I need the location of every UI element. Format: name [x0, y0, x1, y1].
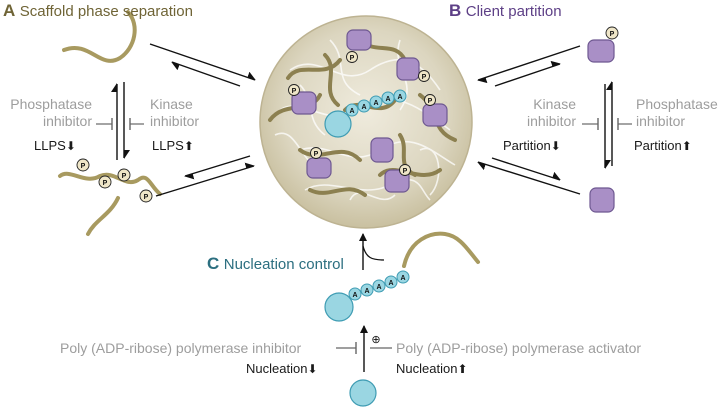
- reaction-arrow: [184, 155, 251, 180]
- reaction-arrow: [155, 162, 255, 197]
- phosphate-group: P: [103, 180, 108, 187]
- panel-c-left-result: Nucleation⬇: [246, 361, 318, 376]
- panel-a-left-result: LLPS⬇: [34, 138, 76, 153]
- adp-group: A: [352, 292, 357, 299]
- reaction-arrow: [491, 157, 561, 181]
- client-protein: [589, 187, 615, 213]
- panel-c-right-result-text: Nucleation: [396, 361, 458, 376]
- adp-group: A: [349, 108, 354, 115]
- reaction-arrow: [494, 60, 561, 87]
- arrow-down-icon: ⬇: [307, 362, 318, 376]
- panel-b: P: [477, 26, 632, 213]
- panel-b-right-label-line2: inhibitor: [636, 113, 686, 129]
- scaffold-strand: [62, 10, 137, 63]
- panel-a-left-result-text: LLPS: [34, 138, 66, 153]
- panel-b-right-result: Partition⬆: [634, 138, 692, 153]
- panel-a-left-label-line2: inhibitor: [42, 113, 92, 129]
- activator-sign: ⊕: [371, 334, 380, 346]
- phosphate-group: P: [350, 55, 355, 62]
- droplet: P P P P P P A A A A A: [259, 15, 473, 229]
- panel-b-letter: B: [449, 1, 462, 20]
- panel-b-left-result: Partition⬇: [503, 138, 561, 153]
- adp-group: A: [400, 275, 405, 282]
- panel-c-letter: C: [207, 254, 220, 273]
- panel-c-title: Nucleation control: [223, 256, 344, 273]
- reaction-arrow: [477, 45, 581, 84]
- panel-b-right-result-text: Partition: [634, 138, 682, 153]
- adp-group: A: [364, 288, 369, 295]
- adp-group: A: [361, 104, 366, 111]
- panel-b-right-label-line1: Phosphatase: [636, 96, 718, 112]
- phosphate-group: P: [314, 151, 319, 158]
- phosphate-group: P: [610, 31, 615, 38]
- panel-b-left-label-line1: Kinase: [533, 96, 576, 112]
- adp-group: A: [385, 96, 390, 103]
- arrow-down-icon: ⬇: [550, 139, 561, 153]
- panel-a-right-label-line2: inhibitor: [150, 113, 200, 129]
- panel-b-heading: B Client partition: [449, 1, 562, 21]
- panel-b-title: Client partition: [465, 3, 562, 20]
- arrow-up-icon: ⬆: [183, 139, 194, 153]
- adp-group: A: [388, 280, 393, 287]
- scaffold-strand: [402, 231, 480, 268]
- panel-a-heading: A Scaffold phase separation: [3, 1, 193, 21]
- phosphate-group: P: [122, 173, 127, 180]
- panel-a-right-label: Kinase inhibitor: [150, 96, 199, 130]
- phosphate-group: P: [81, 163, 86, 170]
- phosphate-group: P: [144, 194, 149, 201]
- reaction-arrow: [477, 161, 581, 195]
- reaction-arrow: [171, 61, 241, 87]
- panel-a-letter: A: [3, 1, 16, 20]
- panel-b-left-label: Kinase inhibitor: [500, 96, 576, 130]
- par-chain: [324, 292, 354, 322]
- arrow-up-icon: ⬆: [681, 139, 692, 153]
- panel-a: P P P P: [58, 10, 256, 236]
- arrow-down-icon: ⬇: [65, 139, 76, 153]
- adp-group: A: [397, 94, 402, 101]
- par-seed: [349, 379, 377, 407]
- panel-a-right-result-text: LLPS: [152, 138, 184, 153]
- panel-a-title: Scaffold phase separation: [19, 3, 193, 20]
- panel-b-left-result-text: Partition: [503, 138, 551, 153]
- client-protein: [587, 39, 615, 63]
- panel-c-left-result-text: Nucleation: [246, 361, 308, 376]
- panel-b-left-label-line2: inhibitor: [526, 113, 576, 129]
- phosphate-group: P: [428, 98, 433, 105]
- phosphate-group: P: [422, 74, 427, 81]
- panel-c-heading: C Nucleation control: [207, 254, 344, 274]
- panel-c-right-result: Nucleation⬆: [396, 361, 468, 376]
- panel-a-right-result: LLPS⬆: [152, 138, 194, 153]
- panel-a-left-label-line1: Phosphatase: [10, 96, 92, 112]
- phosphate-group: P: [292, 88, 297, 95]
- reaction-arrow: [149, 43, 256, 81]
- phosphate-group: P: [403, 168, 408, 175]
- panel-c-left-label: Poly (ADP-ribose) polymerase inhibitor: [60, 340, 302, 356]
- panel-a-left-label: Phosphatase inhibitor: [2, 96, 92, 130]
- panel-c-right-label: Poly (ADP-ribose) polymerase activator: [396, 340, 642, 356]
- panel-b-right-label: Phosphatase inhibitor: [636, 96, 718, 130]
- adp-group: A: [373, 100, 378, 107]
- adp-group: A: [376, 284, 381, 291]
- panel-c: A A A A A ⊕: [324, 231, 480, 407]
- panel-a-right-label-line1: Kinase: [150, 96, 193, 112]
- arrow-up-icon: ⬆: [457, 362, 468, 376]
